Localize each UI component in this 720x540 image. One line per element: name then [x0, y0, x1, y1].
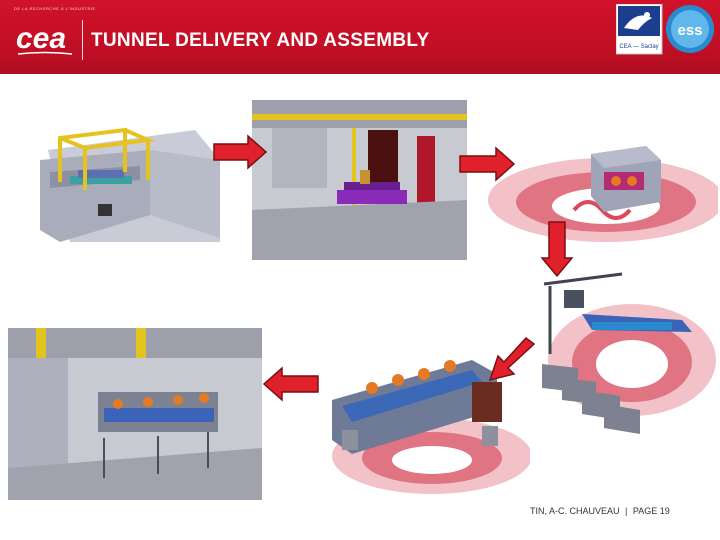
slide-footer: TIN, A-C. CHAUVEAU | PAGE 19	[530, 506, 670, 516]
scene-assembled-linac	[332, 360, 530, 494]
scene-interior-cryomodule	[252, 100, 467, 260]
footer-author: TIN, A-C. CHAUVEAU	[530, 506, 620, 516]
scene-tunnel-installation	[8, 328, 262, 500]
scene-cryomodule-on-cart	[488, 146, 718, 242]
ess-logo-label: ess	[677, 22, 702, 39]
partner-logos: CEA — Saclay ess	[616, 4, 714, 55]
svg-text:cea: cea	[16, 22, 66, 55]
footer-separator: |	[625, 506, 628, 516]
page-number: PAGE 19	[632, 506, 670, 516]
scene-hall-gantry-delivery	[40, 127, 220, 242]
arrow-down-left	[488, 336, 536, 382]
arrow-right-2	[459, 146, 516, 182]
scene-assembly-hoist	[542, 272, 716, 434]
arrow-left	[262, 366, 319, 402]
header-divider	[82, 20, 83, 60]
arrow-right-1	[213, 134, 268, 170]
arrow-down	[540, 221, 574, 278]
org-tagline: DE LA RECHERCHE À L'INDUSTRIE	[14, 6, 96, 11]
page-title: TUNNEL DELIVERY AND ASSEMBLY	[91, 30, 430, 51]
cea-logo: cea	[16, 22, 73, 55]
partner-logo-label: CEA — Saclay	[619, 44, 658, 50]
slide-header: DE LA RECHERCHE À L'INDUSTRIE cea TUNNEL…	[0, 0, 720, 74]
